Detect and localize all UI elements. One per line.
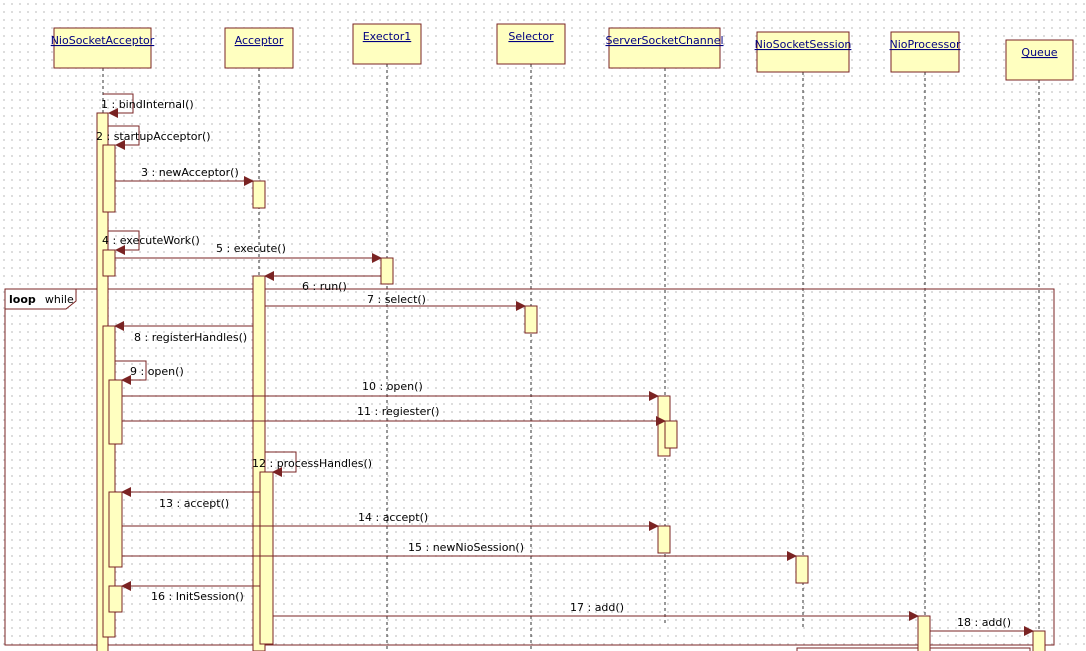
- message-label: 11 : regiester(): [357, 405, 439, 418]
- activation-bar: [380, 257, 394, 285]
- message-arrow[interactable]: [115, 360, 147, 385]
- partial-frame: [796, 647, 1031, 651]
- participant-label: NioSocketSession: [755, 38, 852, 51]
- message-label: 1 : bindInternal(): [101, 98, 194, 111]
- activation-bar: [795, 555, 809, 584]
- message-label: 14 : accept(): [358, 511, 428, 524]
- activation-bar: [102, 144, 116, 213]
- participant-nioprocessor[interactable]: NioProcessor: [890, 31, 961, 73]
- participant-exector1[interactable]: Exector1: [352, 23, 422, 65]
- loop-keyword: loop: [9, 293, 36, 306]
- activation-bar: [108, 585, 123, 613]
- activation-bar: [657, 525, 671, 554]
- activation-bar: [108, 379, 123, 445]
- loop-frame-heading: loop while: [9, 288, 74, 307]
- message-label: 12 : processHandles(): [252, 457, 372, 470]
- participant-niosocketsession[interactable]: NioSocketSession: [755, 31, 852, 73]
- participant-label: ServerSocketChannel: [605, 34, 723, 47]
- message-label: 13 : accept(): [159, 497, 229, 510]
- participant-label: Queue: [1021, 46, 1057, 59]
- participant-label: Acceptor: [235, 34, 284, 47]
- activation-bar: [252, 180, 266, 209]
- lifelines: [102, 64, 1040, 651]
- message-label: 8 : registerHandles(): [134, 331, 247, 344]
- message-label: 9 : open(): [130, 365, 184, 378]
- activation-bar: [259, 471, 274, 645]
- participant-queue[interactable]: Queue: [1005, 39, 1074, 81]
- activation-bar: [108, 491, 123, 568]
- participant-label: NioProcessor: [890, 38, 961, 51]
- message-arrow[interactable]: [265, 451, 297, 477]
- message-label: 6 : run(): [302, 280, 347, 293]
- message-label: 17 : add(): [570, 601, 624, 614]
- activation-bar: [524, 305, 538, 334]
- message-label: 2 : startupAcceptor(): [96, 130, 211, 143]
- participant-acceptor[interactable]: Acceptor: [224, 27, 294, 69]
- activation-bars: [96, 112, 1046, 651]
- loop-fragment: loop while: [4, 288, 1055, 646]
- activation-bar: [1032, 630, 1046, 651]
- message-label: 10 : open(): [362, 380, 423, 393]
- message-label: 18 : add(): [957, 616, 1011, 629]
- message-label: 5 : execute(): [216, 242, 286, 255]
- loop-frame: [4, 288, 1055, 646]
- participant-label: Exector1: [363, 30, 412, 43]
- loop-guard: while: [45, 293, 74, 306]
- message-label: 7 : select(): [367, 293, 426, 306]
- message-arrow[interactable]: [108, 125, 140, 150]
- message-label: 16 : InitSession(): [151, 590, 244, 603]
- participant-label: NioSocketAcceptor: [51, 34, 155, 47]
- messages: 1 : bindInternal() 2 : startupAcceptor()…: [96, 93, 1034, 636]
- participant-label: Selector: [508, 30, 554, 43]
- message-label: 3 : newAcceptor(): [141, 166, 239, 179]
- message-label: 15 : newNioSession(): [408, 541, 524, 554]
- activation-bar: [664, 420, 678, 449]
- message-arrow[interactable]: [103, 93, 134, 118]
- activation-bar: [917, 615, 931, 651]
- participant-niosocketacceptor[interactable]: NioSocketAcceptor: [51, 27, 155, 69]
- activation-bar: [102, 249, 116, 277]
- loop-frame-tab: [4, 288, 77, 310]
- message-label: 4 : executeWork(): [102, 234, 200, 247]
- message-arrow[interactable]: [108, 230, 140, 255]
- participant-headers: NioSocketAcceptor Acceptor Exector1 Sele…: [51, 23, 1074, 81]
- participant-serversocketchannel[interactable]: ServerSocketChannel: [605, 27, 724, 69]
- participant-selector[interactable]: Selector: [496, 23, 566, 65]
